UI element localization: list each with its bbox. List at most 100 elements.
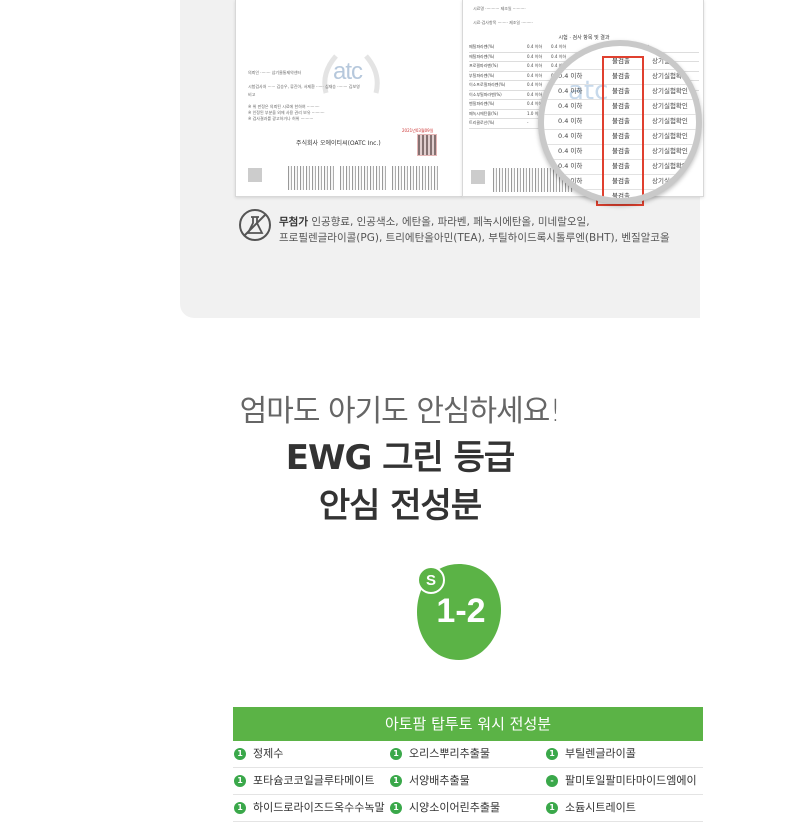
ewg-grade-dot-icon: -	[546, 775, 558, 787]
ingredient-row: 1 하이드로라이즈드옥수수녹말 1 시양소이어린추출물 1 소듐시트레이트	[233, 795, 703, 822]
barcode	[392, 166, 440, 190]
result-cell: -	[527, 120, 529, 125]
magnified-cell: 불검출	[612, 87, 630, 95]
ingredient-cell: 1 정제수	[233, 741, 389, 767]
qr-small	[248, 168, 262, 182]
result-cell: 벤질파라벤(%)	[469, 101, 495, 106]
magnified-cell: 상기실험확인	[652, 87, 688, 95]
result-cell: 0.4 이하	[527, 101, 542, 106]
result-cell: 프로필파라벤(%)	[469, 63, 499, 68]
result-cell: 0.4 이하	[551, 63, 566, 68]
ingredient-name: 팔미토일팔미타마이드엠에이	[565, 774, 697, 787]
headline-main-1: EWG 그린 등급	[285, 438, 515, 478]
badge-letter: S	[426, 572, 436, 589]
laurel-wreath-icon	[322, 54, 380, 94]
ingredient-cell: 1 소듐시트레이트	[545, 795, 701, 821]
no-additives-icon	[239, 209, 271, 241]
result-cell: 0.4 이하	[527, 91, 542, 97]
ewg-grade-dot-icon: 1	[390, 775, 402, 787]
magnified-cell: 불검출	[612, 147, 630, 155]
ingredient-name: 시양소이어린추출물	[409, 801, 501, 814]
ingredient-name: 하이드로라이즈드옥수수녹말	[253, 801, 385, 814]
magnified-cell: 상기실험확인	[652, 102, 688, 110]
ingredient-name: 소듐시트레이트	[565, 801, 636, 814]
magnified-cell: 불검출	[612, 162, 630, 170]
magnified-row: 0.4 이하 불검출 상기실험확인	[544, 159, 696, 175]
ewg-grade-dot-icon: 1	[390, 748, 402, 760]
issue-date: 2021년03월09일	[402, 128, 434, 133]
ingredient-cell: 1 시양소이어린추출물	[389, 795, 545, 821]
ewg-grade-dot-icon: 1	[234, 802, 246, 814]
qr-code	[418, 135, 436, 155]
result-cell: 0.4 이하	[527, 63, 542, 68]
badge-grade: 1-2	[436, 592, 486, 630]
ewg-grade-dot-icon: 1	[390, 802, 402, 814]
result-cell: 트리클로산(%)	[469, 120, 495, 125]
ingredient-name: 부틸렌글라이콜	[565, 747, 636, 760]
result-cell: 0.4 이하	[527, 82, 542, 87]
ewg-grade-dot-icon: 1	[234, 748, 246, 760]
result-cell: 0.4 이하	[551, 53, 566, 59]
barcode	[288, 166, 336, 190]
free-from-line1: 인공향료, 인공색소, 에탄올, 파라벤, 페녹시에탄올, 미네랄오일,	[307, 216, 590, 228]
ingredient-table-title: 아토팜 탑투토 워시 전성분	[233, 707, 703, 741]
ingredient-name: 정제수	[253, 747, 284, 760]
result-cell: 0.4 이하	[527, 53, 542, 59]
magnified-cell: 상기실험확인	[652, 192, 688, 200]
ewg-grade-dot-icon: 1	[234, 775, 246, 787]
ingredient-cell: 1 서양배추출물	[389, 768, 545, 794]
magnified-cell: -	[558, 57, 561, 65]
magnified-cell: 불검출	[612, 132, 630, 140]
results-title: 시험 · 검사 항목 및 결과	[558, 35, 610, 41]
ingredient-cell: 1 하이드로라이즈드옥수수녹말	[233, 795, 389, 821]
result-cell: 이소부틸파라벤(%)	[469, 91, 502, 97]
magnified-cell: 상기실험확인	[652, 177, 688, 185]
company-name: 주식회사 오에이티씨(OATC Inc.)	[296, 140, 381, 147]
atc-logo: atc	[333, 58, 363, 85]
ewg-grade-dot-icon: 1	[546, 802, 558, 814]
magnified-cell: 상기실험확인	[652, 57, 688, 65]
result-cell: 1.0 이하	[527, 110, 542, 116]
atc-watermark: atc	[568, 76, 609, 106]
magnified-cell: 0.4 이하	[558, 102, 583, 110]
magnified-cell: 상기실험확인	[652, 132, 688, 140]
magnified-row: - 불검출 상기실험확인	[544, 54, 696, 70]
magnified-cell: 불검출	[612, 57, 630, 65]
result-cell: 메틸파라벤(%)	[469, 44, 495, 49]
headline-main-2: 안심 전성분	[318, 486, 482, 526]
barcode	[340, 166, 388, 190]
magnified-row: 0.4 이하 불검출 상기실험확인	[544, 69, 696, 85]
magnified-cell: 불검출	[612, 192, 630, 200]
magnified-cell: 1.0 이하	[558, 177, 583, 185]
magnified-cell: 불검출	[612, 72, 630, 80]
result-cell: 에틸파라벤(%)	[469, 53, 495, 59]
free-from-list: 무첨가 인공향료, 인공색소, 에탄올, 파라벤, 페녹시에탄올, 미네랄오일,…	[279, 214, 670, 246]
magnified-cell: 0.4 이하	[558, 72, 583, 80]
magnified-cell: -	[558, 192, 561, 200]
result-cell: 0.4 이하	[527, 72, 542, 78]
ewg-grade-dot-icon: 1	[546, 748, 558, 760]
ingredient-name: 서양배추출물	[409, 774, 470, 787]
magnified-cell: 상기실험확인	[652, 117, 688, 125]
result-cell: 이소프로필파라벤(%)	[469, 82, 506, 87]
result-cell: 페녹시에탄올(%)	[469, 110, 499, 116]
magnified-cell: 0.4 이하	[558, 87, 583, 95]
free-from-line2: 프로필렌글라이콜(PG), 트리에탄올아민(TEA), 부틸하이드록시톨루엔(B…	[279, 232, 670, 244]
result-cell: 0.4 이하	[527, 44, 542, 49]
magnified-cell: 상기실험확인	[652, 72, 688, 80]
ingredient-cell: 1 부틸렌글라이콜	[545, 741, 701, 767]
magnified-row: 0.4 이하 불검출 상기실험확인	[544, 84, 696, 100]
magnified-cell: 상기실험확인	[652, 162, 688, 170]
magnified-cell: 상기실험확인	[652, 147, 688, 155]
magnified-cell: 0.4 이하	[558, 162, 583, 170]
free-from-label: 무첨가	[279, 216, 308, 228]
